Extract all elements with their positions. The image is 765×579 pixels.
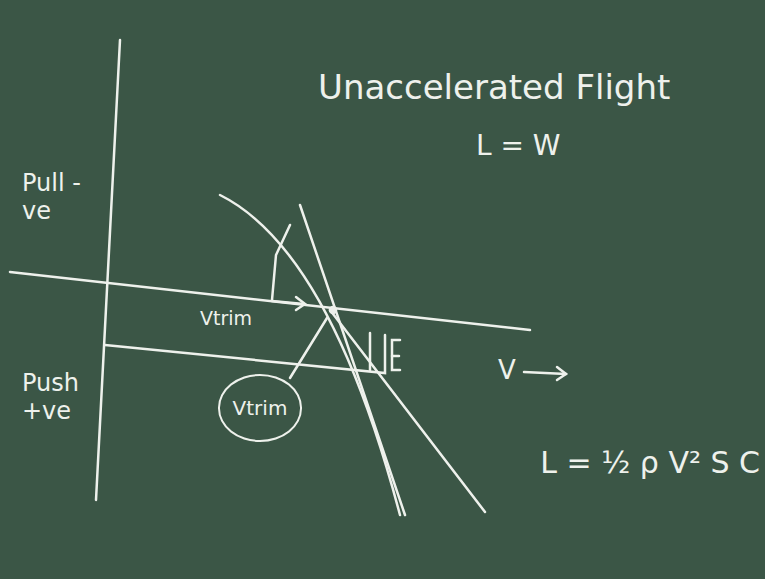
circled-label: Vtrim [218,374,303,442]
axis-label: Push +ve [22,370,84,425]
vertical-axis [96,40,120,500]
label-text: Pull -ve [22,169,81,225]
label-text: Unaccelerated Flight [318,67,670,107]
label-text: Vtrim [200,307,252,329]
tick-mark [392,340,400,370]
tick-mark [369,333,372,370]
title-note: Unaccelerated Flight [318,68,670,107]
equation: L = W [476,130,561,162]
tick-mark [272,225,290,300]
curve [220,195,400,515]
label-text: L = W [476,129,561,162]
label-text: L = ½ ρ V² S C [540,445,760,480]
upper-line [10,272,530,330]
label-text: Push +ve [22,369,79,425]
equation: L = ½ ρ V² S C [540,446,760,481]
slope-line [330,310,485,512]
arrow-head [557,367,566,380]
label-text: V [498,355,516,385]
lower-line [105,335,385,373]
speed-arrow [524,372,566,374]
tick-mark [392,355,399,358]
shift-arrow [272,301,304,304]
speed-label: Vtrim [200,308,252,330]
axis-label: V [498,356,516,386]
node-text: Vtrim [233,396,288,420]
leader-line [290,318,327,378]
intersection-point [330,307,336,313]
steep-line [300,205,405,515]
arrow-head [296,297,305,310]
axis-label: Pull -ve [22,170,84,225]
